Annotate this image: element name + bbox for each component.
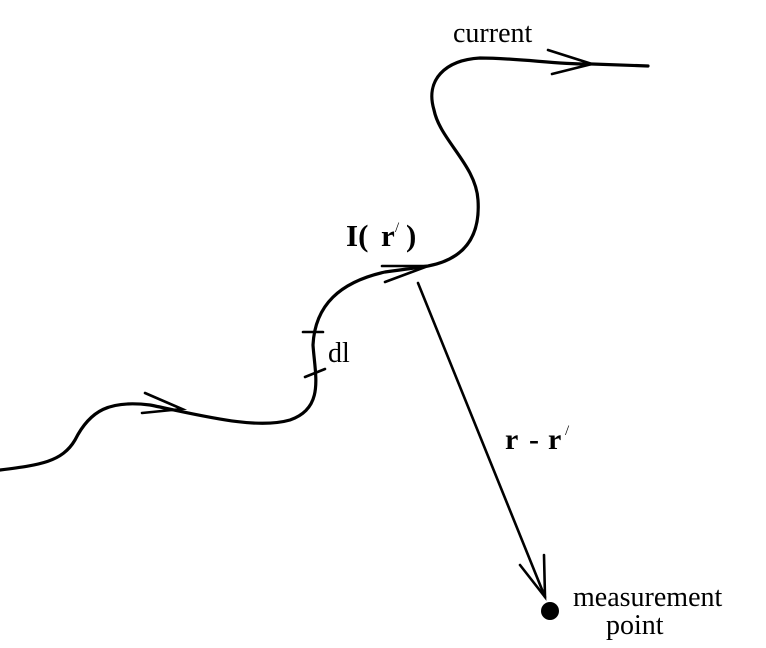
separation-minus-label: - xyxy=(529,423,539,456)
current-label: current xyxy=(453,18,533,49)
separation-vector-head xyxy=(518,553,547,601)
separation-prime-label: / xyxy=(565,423,570,439)
dl-tick-bottom xyxy=(303,367,327,379)
separation-vector-shaft xyxy=(416,281,547,599)
current-wire xyxy=(0,56,650,472)
wire-arrow-middle xyxy=(380,264,429,284)
measurement-point-dot xyxy=(541,602,559,620)
separation-r-label: r xyxy=(505,423,518,456)
current-symbol-label: I( xyxy=(346,218,368,253)
measurement-label: measurement xyxy=(573,582,722,613)
point-label: point xyxy=(606,610,664,641)
position-vector-label: r xyxy=(381,218,395,253)
dl-label: dl xyxy=(328,338,350,369)
separation-r2-label: r xyxy=(548,423,561,456)
position-prime-label: / xyxy=(395,220,400,236)
wire-arrow-top xyxy=(546,48,597,76)
wire-arrow-left xyxy=(140,391,188,415)
close-paren-label: ) xyxy=(406,218,416,253)
